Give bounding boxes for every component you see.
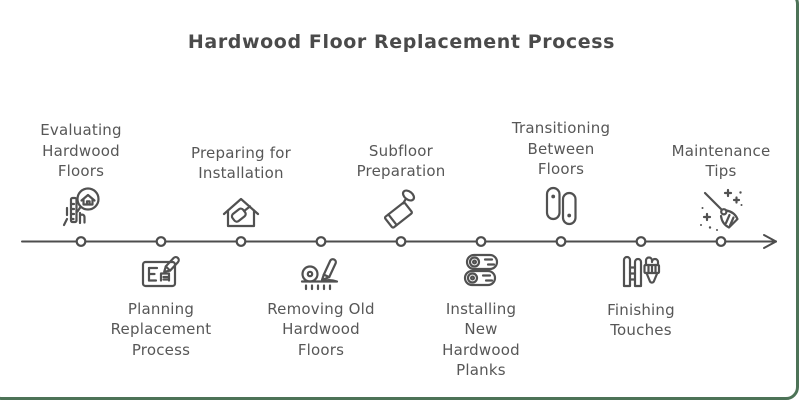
step-label: Finishing Touches xyxy=(607,301,675,340)
step-label: Subfloor Preparation xyxy=(356,141,446,180)
step-label: Preparing for Installation xyxy=(191,143,291,182)
timeline-node xyxy=(235,236,247,247)
step-removing-old-hardwood-floors: Removing Old Hardwood Floors xyxy=(246,249,396,360)
trowel-icon xyxy=(377,185,425,235)
step-transitioning-between-floors: Transitioning Between Floors xyxy=(486,108,636,235)
timeline-axis xyxy=(21,234,777,249)
step-label: Maintenance Tips xyxy=(671,141,771,180)
timeline-node xyxy=(315,236,327,247)
timeline-node xyxy=(475,236,487,247)
step-label: Planning Replacement Process xyxy=(110,300,212,359)
step-subfloor-preparation: Subfloor Preparation xyxy=(326,108,476,235)
broom-sparkles-icon xyxy=(700,185,743,231)
step-label: Transitioning Between Floors xyxy=(511,119,611,178)
measuring-gauge-pencil-icon xyxy=(296,249,346,295)
step-finishing-touches: Finishing Touches xyxy=(566,249,716,341)
timeline-node xyxy=(635,236,647,247)
page-title: Hardwood Floor Replacement Process xyxy=(187,31,616,53)
fence-paintbrush-icon xyxy=(616,249,666,296)
house-hammer-icon xyxy=(215,187,267,235)
transition-strips-icon xyxy=(538,183,584,235)
step-preparing-for-installation: Preparing for Installation xyxy=(166,108,316,235)
timeline-node xyxy=(155,236,167,247)
step-installing-new-hardwood-planks: Installing New Hardwood Planks xyxy=(406,249,556,380)
step-evaluating-hardwood-floors: Evaluating Hardwood Floors xyxy=(6,108,156,235)
step-label: Removing Old Hardwood Floors xyxy=(267,300,375,359)
timeline-node xyxy=(395,236,407,247)
timeline-node xyxy=(715,236,727,247)
timeline-node xyxy=(75,236,87,247)
timeline-node xyxy=(555,236,567,247)
blueprint-pencil-icon xyxy=(136,249,186,295)
step-maintenance-tips: Maintenance Tips xyxy=(646,108,796,235)
arrowhead-icon xyxy=(763,234,777,243)
house-magnifier-inspection-icon xyxy=(55,185,107,235)
step-planning-replacement-process: Planning Replacement Process xyxy=(86,249,236,360)
timeline-nodes xyxy=(75,236,727,247)
step-label: Evaluating Hardwood Floors xyxy=(40,121,122,180)
step-label: Installing New Hardwood Planks xyxy=(442,300,520,379)
wood-planks-icon xyxy=(457,249,505,295)
